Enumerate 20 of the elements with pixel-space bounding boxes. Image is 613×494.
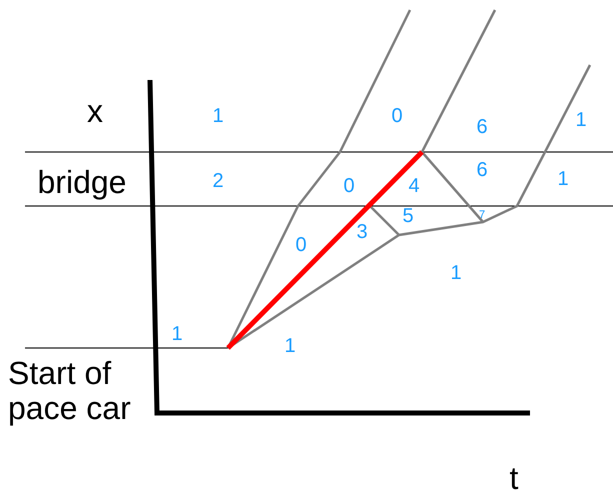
region-number: 6 bbox=[476, 117, 488, 137]
region-number: 0 bbox=[392, 106, 403, 126]
region-number: 4 bbox=[408, 176, 420, 196]
region-number: 7 bbox=[479, 210, 486, 220]
region-number: 0 bbox=[296, 235, 307, 255]
axis-label: t bbox=[510, 462, 518, 494]
region-number: 6 bbox=[476, 160, 488, 180]
region-number: 0 bbox=[344, 176, 355, 196]
region-number: 1 bbox=[558, 169, 569, 189]
region-number: 3 bbox=[356, 222, 368, 242]
region-number: 2 bbox=[212, 171, 224, 191]
region-number: 1 bbox=[172, 324, 183, 344]
region-number: 1 bbox=[576, 110, 587, 130]
axis-label: bridge bbox=[38, 166, 126, 198]
start-label: Start of pace car bbox=[8, 356, 132, 426]
axis-label: x bbox=[87, 95, 103, 127]
region-number: 1 bbox=[450, 263, 462, 283]
region-number: 1 bbox=[212, 106, 224, 126]
region-number: 5 bbox=[402, 206, 414, 226]
region-number: 1 bbox=[284, 336, 296, 356]
